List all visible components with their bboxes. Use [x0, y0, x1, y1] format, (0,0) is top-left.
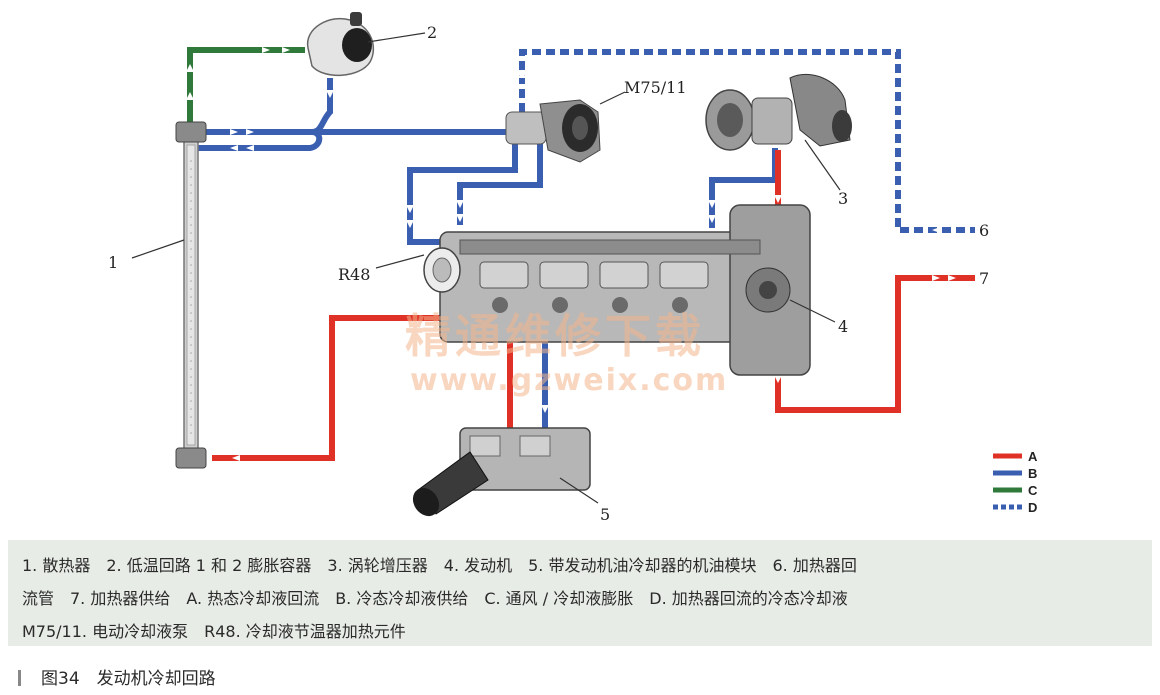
figure-title-text: 图34 发动机冷却回路: [41, 669, 216, 689]
legend-label-b: B: [1028, 466, 1037, 481]
expansion-tank: [306, 12, 375, 77]
legend: A B C D: [993, 449, 1038, 515]
turbocharger: [705, 73, 852, 151]
legend-label-d: D: [1028, 500, 1037, 515]
label-1-radiator: 1: [108, 253, 118, 272]
label-2-expansion-tank: 2: [427, 23, 437, 42]
label-r48: R48: [338, 265, 370, 284]
watermark-url: www.gzweix.com: [410, 363, 728, 398]
caption-line-3: M75/11. 电动冷却液泵 R48. 冷却液节温器加热元件: [22, 622, 406, 641]
label-4-engine: 4: [838, 317, 848, 336]
radiator: [175, 121, 207, 469]
caption-line-2: 流管 7. 加热器供给 A. 热态冷却液回流 B. 冷态冷却液供给 C. 通风 …: [22, 589, 848, 608]
line-c-vent: [187, 47, 305, 125]
engine: [423, 204, 811, 376]
arrows-b: [230, 90, 716, 413]
legend-label-a: A: [1028, 449, 1038, 464]
label-3-turbocharger: 3: [838, 189, 848, 208]
label-m75-11: M75/11: [624, 78, 687, 97]
arrows-d: [518, 70, 940, 233]
figure-title: 图34 发动机冷却回路: [18, 664, 216, 689]
label-6-heater-return: 6: [979, 221, 989, 240]
engine-cooling-diagram: 精通维修下载 www.gzweix.com 1 2 M75/11 3 R48 4…: [108, 12, 1038, 524]
caption-box: 1. 散热器 2. 低温回路 1 和 2 膨胀容器 3. 涡轮增压器 4. 发动…: [8, 540, 1152, 646]
oil-module: [412, 427, 591, 517]
caption-line-1: 1. 散热器 2. 低温回路 1 和 2 膨胀容器 3. 涡轮增压器 4. 发动…: [22, 556, 857, 575]
leader-lines: [131, 32, 841, 504]
arrows-c: [186, 47, 290, 100]
line-d-heater-return: [519, 49, 975, 233]
watermark-title: 精通维修下载: [405, 309, 705, 363]
figure-title-bar: [18, 670, 21, 686]
label-7-heater-supply: 7: [979, 269, 989, 288]
legend-label-c: C: [1028, 483, 1038, 498]
label-5-oil-module: 5: [600, 505, 610, 524]
electric-coolant-pump: [505, 99, 601, 163]
